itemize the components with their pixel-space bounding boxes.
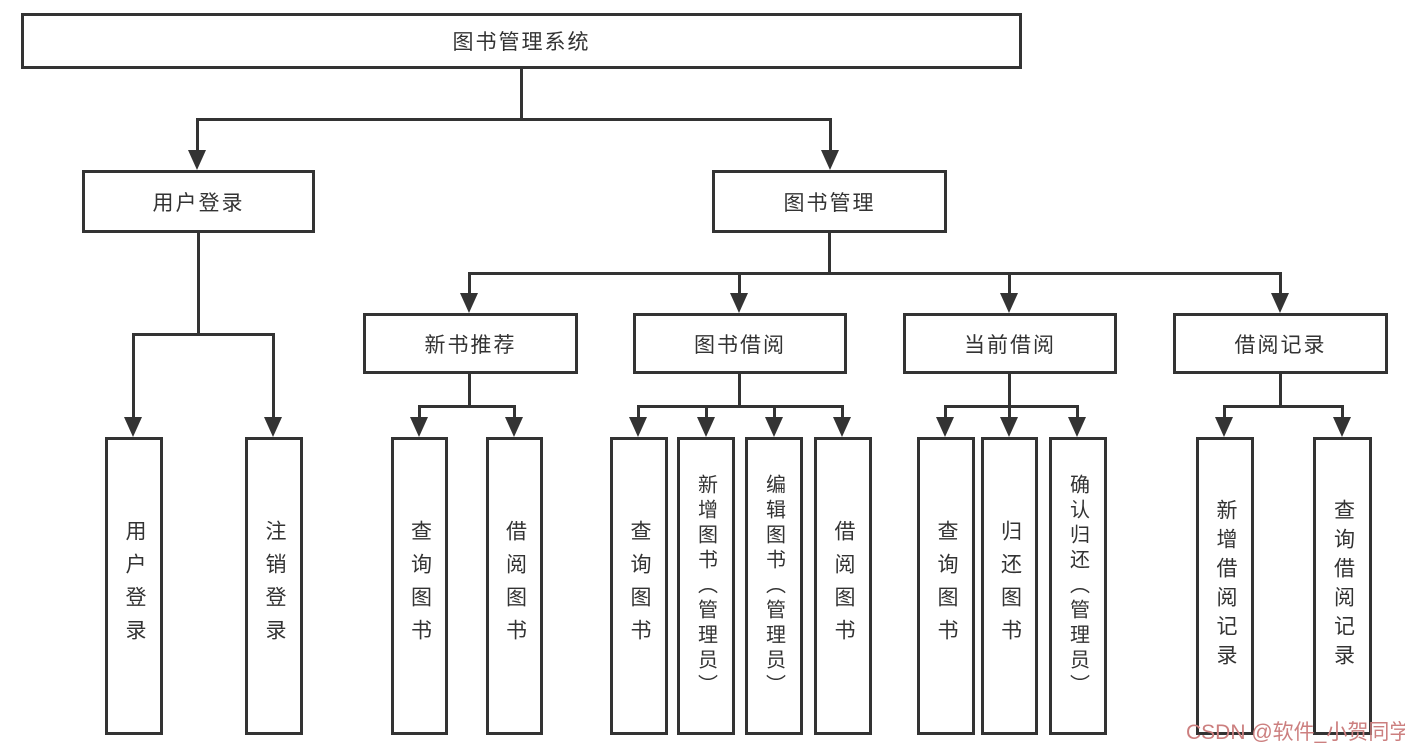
- node-current-borrowing: 当前借阅: [903, 313, 1117, 374]
- node-new-book-recommendation: 新书推荐: [363, 313, 578, 374]
- node-label: 查询图书: [628, 520, 651, 652]
- node-label: 查询借阅记录: [1331, 499, 1355, 673]
- node-user-login: 用户登录: [82, 170, 315, 233]
- connector-line: [637, 405, 844, 408]
- leaf-borrow-books-recommend: 借阅图书: [486, 437, 543, 735]
- connector-line: [1223, 405, 1343, 408]
- node-label: 图书管理: [783, 191, 876, 215]
- leaf-user-login: 用户登录: [105, 437, 163, 735]
- node-label: 当前借阅: [964, 333, 1056, 357]
- leaf-query-books-current: 查询图书: [917, 437, 975, 735]
- node-label: 归还图书: [998, 520, 1022, 652]
- arrowhead-down-icon: [730, 293, 748, 313]
- node-label: 新增借阅记录: [1214, 499, 1237, 673]
- node-label: 用户登录: [123, 520, 146, 652]
- node-label: 查询图书: [935, 520, 958, 652]
- leaf-add-borrow-record: 新增借阅记录: [1196, 437, 1254, 735]
- connector-line: [1279, 272, 1282, 297]
- node-label: 查询图书: [408, 520, 432, 652]
- connector-line: [1341, 405, 1344, 419]
- node-label: 确认归还（管理员）: [1066, 473, 1089, 699]
- csdn-watermark: CSDN @软件_小贺同学: [1186, 721, 1405, 744]
- node-label: 借阅图书: [503, 520, 527, 652]
- arrowhead-down-icon: [460, 293, 478, 313]
- arrowhead-down-icon: [1068, 417, 1086, 437]
- arrowhead-down-icon: [1000, 417, 1018, 437]
- leaf-edit-book-admin: 编辑图书（管理员）: [745, 437, 803, 735]
- node-borrowing-records: 借阅记录: [1173, 313, 1388, 374]
- connector-line: [196, 118, 199, 154]
- connector-line: [944, 405, 947, 419]
- leaf-return-books: 归还图书: [981, 437, 1038, 735]
- node-root-library-management-system: 图书管理系统: [21, 13, 1022, 69]
- leaf-query-borrow-record: 查询借阅记录: [1313, 437, 1372, 735]
- node-label: 图书管理系统: [452, 31, 591, 54]
- arrowhead-down-icon: [1215, 417, 1233, 437]
- node-label: 用户登录: [152, 191, 245, 215]
- connector-line: [1279, 374, 1282, 408]
- arrowhead-down-icon: [936, 417, 954, 437]
- connector-line: [829, 118, 832, 154]
- node-label: 注销登录: [263, 520, 286, 652]
- connector-line: [196, 118, 832, 121]
- arrowhead-down-icon: [833, 417, 851, 437]
- arrowhead-down-icon: [264, 417, 282, 437]
- arrowhead-down-icon: [821, 150, 839, 170]
- node-label: 借阅图书: [832, 520, 855, 652]
- connector-line: [637, 405, 640, 419]
- connector-line: [738, 374, 741, 408]
- connector-line: [1076, 405, 1079, 419]
- arrowhead-down-icon: [629, 417, 647, 437]
- connector-line: [520, 69, 523, 121]
- connector-line: [132, 333, 135, 419]
- connector-line: [1008, 405, 1011, 419]
- connector-line: [1008, 272, 1011, 297]
- node-label: 借阅记录: [1234, 333, 1327, 357]
- node-label: 图书借阅: [694, 333, 786, 357]
- connector-line: [1008, 374, 1011, 408]
- leaf-logout: 注销登录: [245, 437, 303, 735]
- connector-line: [468, 272, 1282, 275]
- node-label: 新增图书（管理员）: [694, 473, 717, 699]
- node-book-management: 图书管理: [712, 170, 947, 233]
- node-book-borrowing: 图书借阅: [633, 313, 847, 374]
- leaf-confirm-return-admin: 确认归还（管理员）: [1049, 437, 1107, 735]
- connector-line: [513, 405, 516, 419]
- connector-line: [132, 333, 275, 336]
- arrowhead-down-icon: [1271, 293, 1289, 313]
- connector-line: [773, 405, 776, 419]
- arrowhead-down-icon: [697, 417, 715, 437]
- connector-line: [418, 405, 421, 419]
- connector-line: [418, 405, 516, 408]
- connector-line: [828, 233, 831, 275]
- connector-line: [468, 374, 471, 408]
- leaf-query-books-borrowing: 查询图书: [610, 437, 668, 735]
- leaf-add-book-admin: 新增图书（管理员）: [677, 437, 735, 735]
- arrowhead-down-icon: [765, 417, 783, 437]
- connector-line: [197, 233, 200, 336]
- arrowhead-down-icon: [410, 417, 428, 437]
- leaf-query-books-recommend: 查询图书: [391, 437, 448, 735]
- connector-line: [705, 405, 708, 419]
- arrowhead-down-icon: [1000, 293, 1018, 313]
- connector-line: [468, 272, 471, 297]
- connector-line: [272, 333, 275, 419]
- node-label: 新书推荐: [424, 333, 517, 357]
- node-label: 编辑图书（管理员）: [762, 473, 785, 699]
- arrowhead-down-icon: [1333, 417, 1351, 437]
- arrowhead-down-icon: [188, 150, 206, 170]
- arrowhead-down-icon: [505, 417, 523, 437]
- arrowhead-down-icon: [124, 417, 142, 437]
- connector-line: [738, 272, 741, 297]
- leaf-borrow-books-borrowing: 借阅图书: [814, 437, 872, 735]
- connector-line: [841, 405, 844, 419]
- connector-line: [944, 405, 1079, 408]
- connector-line: [1223, 405, 1226, 419]
